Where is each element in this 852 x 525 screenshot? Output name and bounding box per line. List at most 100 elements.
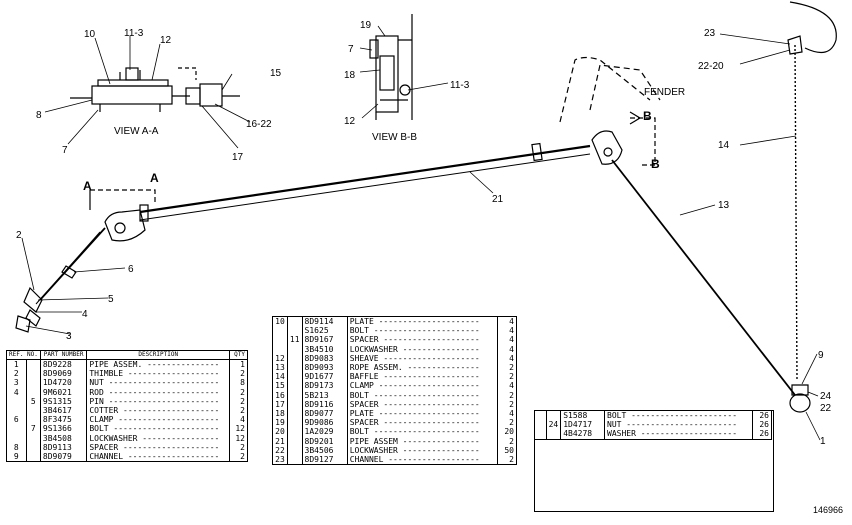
description: PIPE ASSEM. --------------- xyxy=(86,359,230,370)
group-ref xyxy=(25,415,41,425)
section-a-left: A xyxy=(83,179,92,193)
part-number: 1A2029 xyxy=(301,427,348,437)
clamp-6 xyxy=(61,265,77,279)
part-number: 8F3475 xyxy=(39,415,87,425)
callout-1: 1 xyxy=(820,436,826,447)
callout-12b: 12 xyxy=(344,116,356,127)
part-number: 5B213 xyxy=(301,390,348,400)
part-number: 8D9114 xyxy=(301,316,348,327)
pipe-end-1 xyxy=(789,393,811,413)
part-number: 8D9228 xyxy=(39,359,87,370)
ref-no: 20 xyxy=(275,427,285,437)
part-number: 8D9116 xyxy=(301,399,348,410)
description: SHEAVE -------------------- xyxy=(346,353,498,364)
part-number: 8D9069 xyxy=(39,369,87,379)
ref-no: 17 xyxy=(275,399,285,409)
group-ref xyxy=(545,410,561,421)
channel-23 xyxy=(787,35,803,55)
part-number: 8D9113 xyxy=(39,442,87,453)
group-ref xyxy=(25,378,41,388)
part-number: 8D9167 xyxy=(301,335,348,345)
callout-17: 17 xyxy=(232,152,244,163)
quantity: 4 xyxy=(496,409,517,419)
group-ref: 11 xyxy=(286,335,303,345)
part-number: 8D9079 xyxy=(39,452,87,462)
view-bb-drawing xyxy=(369,14,413,120)
group-ref xyxy=(286,363,303,373)
description: BOLT ---------------------- xyxy=(346,390,498,400)
description: ROD ----------------------- xyxy=(86,387,230,397)
callout-6: 6 xyxy=(128,264,134,275)
section-a-right: A xyxy=(150,171,159,185)
ref-no: 9 xyxy=(13,452,19,462)
callout-23: 23 xyxy=(704,28,716,39)
ref-no xyxy=(273,326,288,335)
description: WASHER -------------------- xyxy=(604,429,753,440)
quantity: 2 xyxy=(496,363,517,373)
callout-7a: 7 xyxy=(62,145,68,156)
description: BAFFLE -------------------- xyxy=(346,372,498,382)
quantity: 2 xyxy=(229,442,248,453)
ref-no xyxy=(535,429,547,439)
group-ref: 5 xyxy=(25,396,41,407)
callout-22b: 22 xyxy=(820,403,832,414)
description: LOCKWASHER ---------------- xyxy=(346,344,498,354)
quantity: 4 xyxy=(496,353,517,364)
group-ref xyxy=(25,359,41,370)
quantity: 4 xyxy=(496,335,517,345)
group-ref xyxy=(286,326,303,336)
ref-no: 15 xyxy=(275,381,285,391)
callout-22a: 22-20 xyxy=(698,61,724,72)
ref-no: 14 xyxy=(275,372,285,382)
quantity: 4 xyxy=(496,326,517,336)
description: BOLT ---------------------- xyxy=(346,326,498,336)
fender-label: FENDER xyxy=(644,87,685,98)
group-ref xyxy=(286,381,303,391)
group-ref xyxy=(286,316,303,327)
group-ref xyxy=(286,344,303,354)
quantity: 2 xyxy=(229,452,248,462)
callout-16: 16-22 xyxy=(246,119,272,130)
fender-outline xyxy=(559,56,651,123)
part-number: 3B4508 xyxy=(39,433,87,443)
quantity: 2 xyxy=(496,455,517,465)
quantity: 2 xyxy=(496,372,517,382)
callout-5: 5 xyxy=(108,294,114,305)
description: NUT ----------------------- xyxy=(86,378,230,388)
description: PIN ----------------------- xyxy=(86,396,230,407)
header-part: PART NUMBER xyxy=(39,350,87,360)
group-ref xyxy=(286,455,303,465)
quantity: 2 xyxy=(496,436,517,446)
ref-no xyxy=(535,420,547,429)
quantity: 26 xyxy=(752,410,772,421)
description: PLATE --------------------- xyxy=(346,316,498,327)
fender-outline-inner xyxy=(589,64,661,111)
part-number: 8D9093 xyxy=(301,363,348,373)
part-number: S1588 xyxy=(560,410,605,421)
description: SPACER -------------------- xyxy=(86,442,230,453)
quantity: 1 xyxy=(229,359,248,370)
quantity: 2 xyxy=(229,396,248,407)
callout-3: 3 xyxy=(66,331,72,342)
view-bb-label: VIEW B-B xyxy=(372,132,417,143)
part-number: 9S1366 xyxy=(39,424,87,434)
group-ref xyxy=(25,433,41,443)
quantity: 2 xyxy=(496,399,517,410)
quantity: 20 xyxy=(496,427,517,437)
group-ref xyxy=(25,442,41,453)
group-ref xyxy=(25,387,41,397)
ref-no xyxy=(7,406,27,415)
part-number: 8D9083 xyxy=(301,353,348,364)
description: PLATE --------------------- xyxy=(346,409,498,419)
part-number: 1D4720 xyxy=(39,378,87,388)
